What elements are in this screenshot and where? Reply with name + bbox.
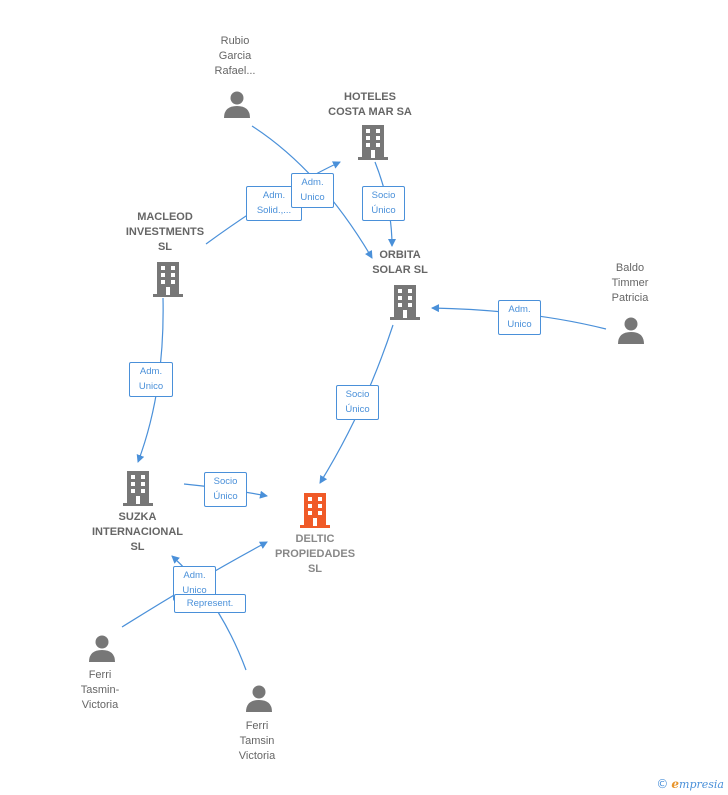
- building-icon: [358, 125, 388, 160]
- company-label-suzka[interactable]: SUZKA INTERNACIONAL SL: [91, 511, 184, 553]
- person-label-rubio[interactable]: Rubio Garcia Rafael...: [214, 35, 256, 77]
- company-label-macleod[interactable]: MACLEOD INVESTMENTS SL: [125, 211, 205, 253]
- edge-label-socio-unico-hoteles: Socio Único: [362, 186, 405, 221]
- edge-label-socio-unico-orbita: Socio Único: [336, 385, 379, 420]
- edge-label-adm-unico-macleod: Adm. Unico: [129, 362, 173, 397]
- edge-label-adm-unico-top: Adm. Unico: [291, 173, 334, 208]
- edge-label-socio-unico-suzka: Socio Único: [204, 472, 247, 507]
- person-label-ferri-tamsin[interactable]: Ferri Tamsin Victoria: [238, 720, 276, 762]
- company-label-orbita[interactable]: ORBITA SOLAR SL: [372, 249, 428, 276]
- building-icon: [123, 471, 153, 506]
- brand-logo-text: mpresia: [679, 778, 724, 791]
- company-label-deltic[interactable]: DELTIC PROPIEDADES SL: [274, 533, 356, 575]
- building-icon: [153, 262, 183, 297]
- person-label-ferri-tasmin[interactable]: Ferri Tasmin- Victoria: [80, 669, 120, 711]
- focus-building-icon: [300, 493, 330, 528]
- copyright-symbol: ©: [656, 777, 669, 791]
- person-icon: [618, 317, 644, 344]
- person-label-baldo[interactable]: Baldo Timmer Patricia: [611, 262, 649, 304]
- person-icon: [224, 91, 250, 118]
- empresia-brand: ©empresia: [656, 777, 724, 791]
- brand-logo-initial: e: [671, 777, 680, 791]
- person-icon: [246, 685, 272, 712]
- person-icon: [89, 635, 115, 662]
- edge-label-represent: Represent.: [174, 594, 246, 613]
- company-label-hoteles[interactable]: HOTELES COSTA MAR SA: [328, 91, 412, 118]
- building-icon: [390, 285, 420, 320]
- edge-label-adm-unico-baldo: Adm. Unico: [498, 300, 541, 335]
